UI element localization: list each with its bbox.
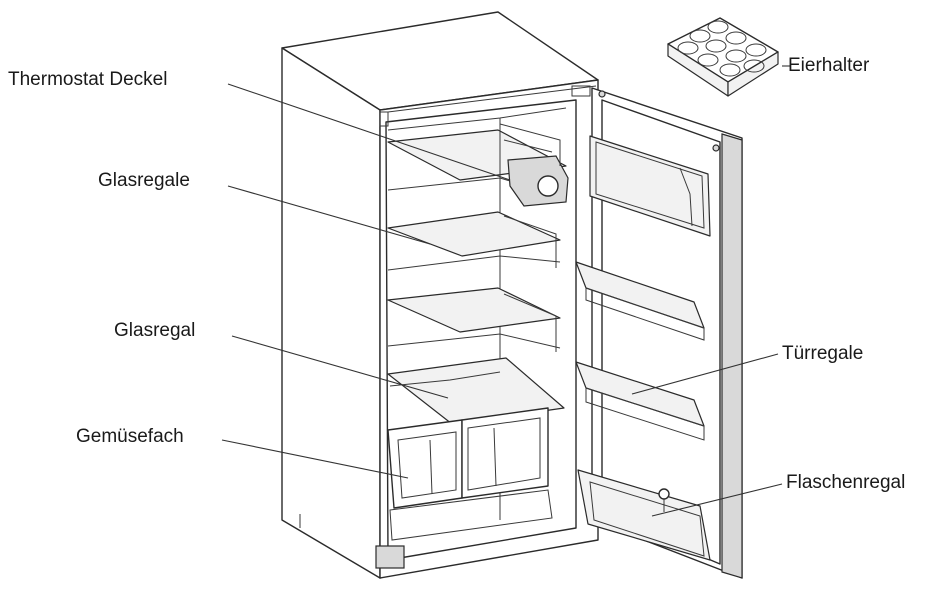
- egg-holder-illustration: [667, 17, 790, 97]
- glass-shelves-illustration: [387, 120, 569, 425]
- label-vegetable-drawer: Gemüsefach: [76, 426, 184, 447]
- label-egg-holder: Eierhalter: [788, 55, 870, 76]
- fridge-door-illustration: [575, 87, 743, 579]
- label-door-shelves: Türregale: [782, 343, 864, 364]
- label-bottle-shelf: Flaschenregal: [786, 472, 906, 493]
- vegetable-drawers-illustration: [387, 407, 553, 541]
- label-glass-shelf: Glasregal: [114, 320, 196, 341]
- label-glass-shelves: Glasregale: [98, 170, 190, 191]
- label-thermostat-cover: Thermostat Deckel: [8, 69, 168, 90]
- leader-lines: [221, 83, 783, 517]
